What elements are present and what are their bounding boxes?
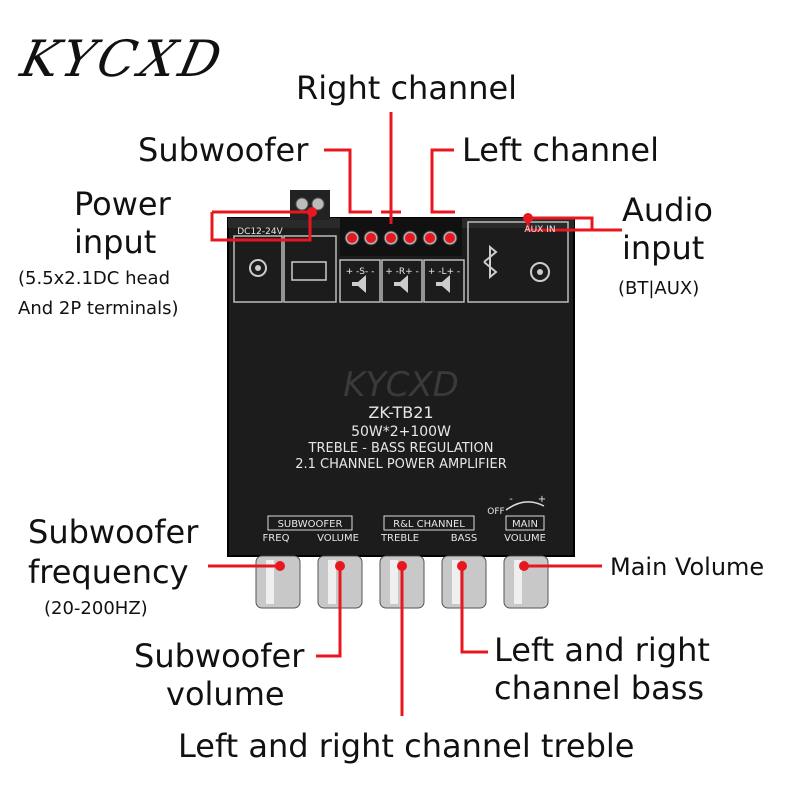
- main-group-box: [505, 515, 545, 531]
- volume-arc-icon: [505, 501, 545, 511]
- callout-sub-freq-detail: (20-200HZ): [44, 598, 148, 619]
- board-knob-bass: BASS: [451, 533, 477, 544]
- bt-aux-panel: [467, 221, 569, 303]
- board-plus: +: [538, 494, 546, 505]
- board-dc-label: DC12-24V: [237, 227, 283, 237]
- line-bass: [460, 566, 488, 654]
- speaker-panel-r: [381, 259, 423, 303]
- board-group-rl: R&L CHANNEL: [393, 519, 465, 530]
- board-knob-freq: FREQ: [263, 533, 290, 544]
- board-aux-label: AUX IN: [524, 225, 555, 235]
- line-audio-2: [528, 216, 622, 232]
- speaker-terminal-block: [340, 218, 462, 256]
- line-left-channel: [430, 148, 455, 214]
- callout-power-input-2: input: [74, 223, 157, 261]
- power-terminal-screw-2: [311, 197, 325, 211]
- speaker-icon: [436, 275, 450, 293]
- bluetooth-icon: [483, 244, 498, 280]
- callout-right-channel: Right channel: [296, 69, 518, 107]
- board-off: OFF: [487, 507, 504, 517]
- callout-audio-input-1: Audio: [622, 191, 713, 229]
- subwoofer-group-box: [267, 515, 353, 531]
- board-group-sub: SUBWOOFER: [278, 519, 343, 530]
- board-watermark: KYCXD: [343, 365, 459, 405]
- board-model: ZK-TB21: [368, 403, 433, 422]
- knobs: [255, 555, 549, 609]
- callout-lines: [208, 112, 622, 716]
- callout-main-volume: Main Volume: [610, 553, 765, 581]
- callout-audio-input-2: input: [622, 229, 705, 267]
- speaker-icon: [352, 275, 366, 293]
- callout-sub-volume-2: volume: [166, 675, 285, 713]
- plus-minus-icon: [291, 261, 327, 281]
- callout-power-detail-1: (5.5x2.1DC head: [18, 268, 171, 289]
- board-line3: TREBLE - BASS REGULATION: [308, 441, 494, 456]
- board-minus: -: [509, 494, 513, 505]
- callout-power-input-1: Power: [74, 185, 171, 223]
- board-speaker-l: + -L+ -: [428, 267, 460, 277]
- speaker-icon: [394, 275, 408, 293]
- callout-sub-volume-1: Subwoofer: [134, 637, 305, 675]
- board-knob-main-volume: VOLUME: [504, 533, 546, 544]
- callout-sub-freq-2: frequency: [28, 553, 189, 591]
- speaker-panel-l: [423, 259, 465, 303]
- board-speaker-r: + -R+ -: [385, 267, 419, 277]
- callout-subwoofer: Subwoofer: [138, 131, 309, 169]
- power-terminal-screw-1: [295, 197, 309, 211]
- callout-sub-freq-1: Subwoofer: [28, 513, 199, 551]
- dc-panel: [233, 235, 283, 303]
- speaker-panel-s: [339, 259, 381, 303]
- callout-audio-detail: (BT|AUX): [618, 278, 700, 299]
- board-line4: 2.1 CHANNEL POWER AMPLIFIER: [295, 457, 506, 472]
- board-body: [227, 217, 575, 557]
- dc-jack-icon: [249, 259, 267, 277]
- board-speaker-s: + -S- -: [346, 267, 375, 277]
- board-knob-treble: TREBLE: [380, 533, 419, 544]
- aux-jack-icon: [530, 262, 550, 282]
- line-sub-volume: [316, 566, 342, 658]
- callout-lr-bass-2: channel bass: [494, 669, 705, 707]
- board-knob-volume: VOLUME: [317, 533, 359, 544]
- board-group-main: MAIN: [512, 519, 538, 530]
- callout-lr-treble: Left and right channel treble: [178, 727, 635, 765]
- line-subwoofer: [324, 148, 372, 214]
- callout-left-channel: Left channel: [462, 131, 659, 169]
- rl-group-box: [383, 515, 475, 531]
- line-power: [210, 210, 312, 242]
- callout-power-detail-2: And 2P terminals): [18, 298, 179, 319]
- callout-dots: [275, 207, 533, 571]
- callout-lr-bass-1: Left and right: [494, 631, 710, 669]
- board-power-spec: 50W*2+100W: [351, 424, 451, 440]
